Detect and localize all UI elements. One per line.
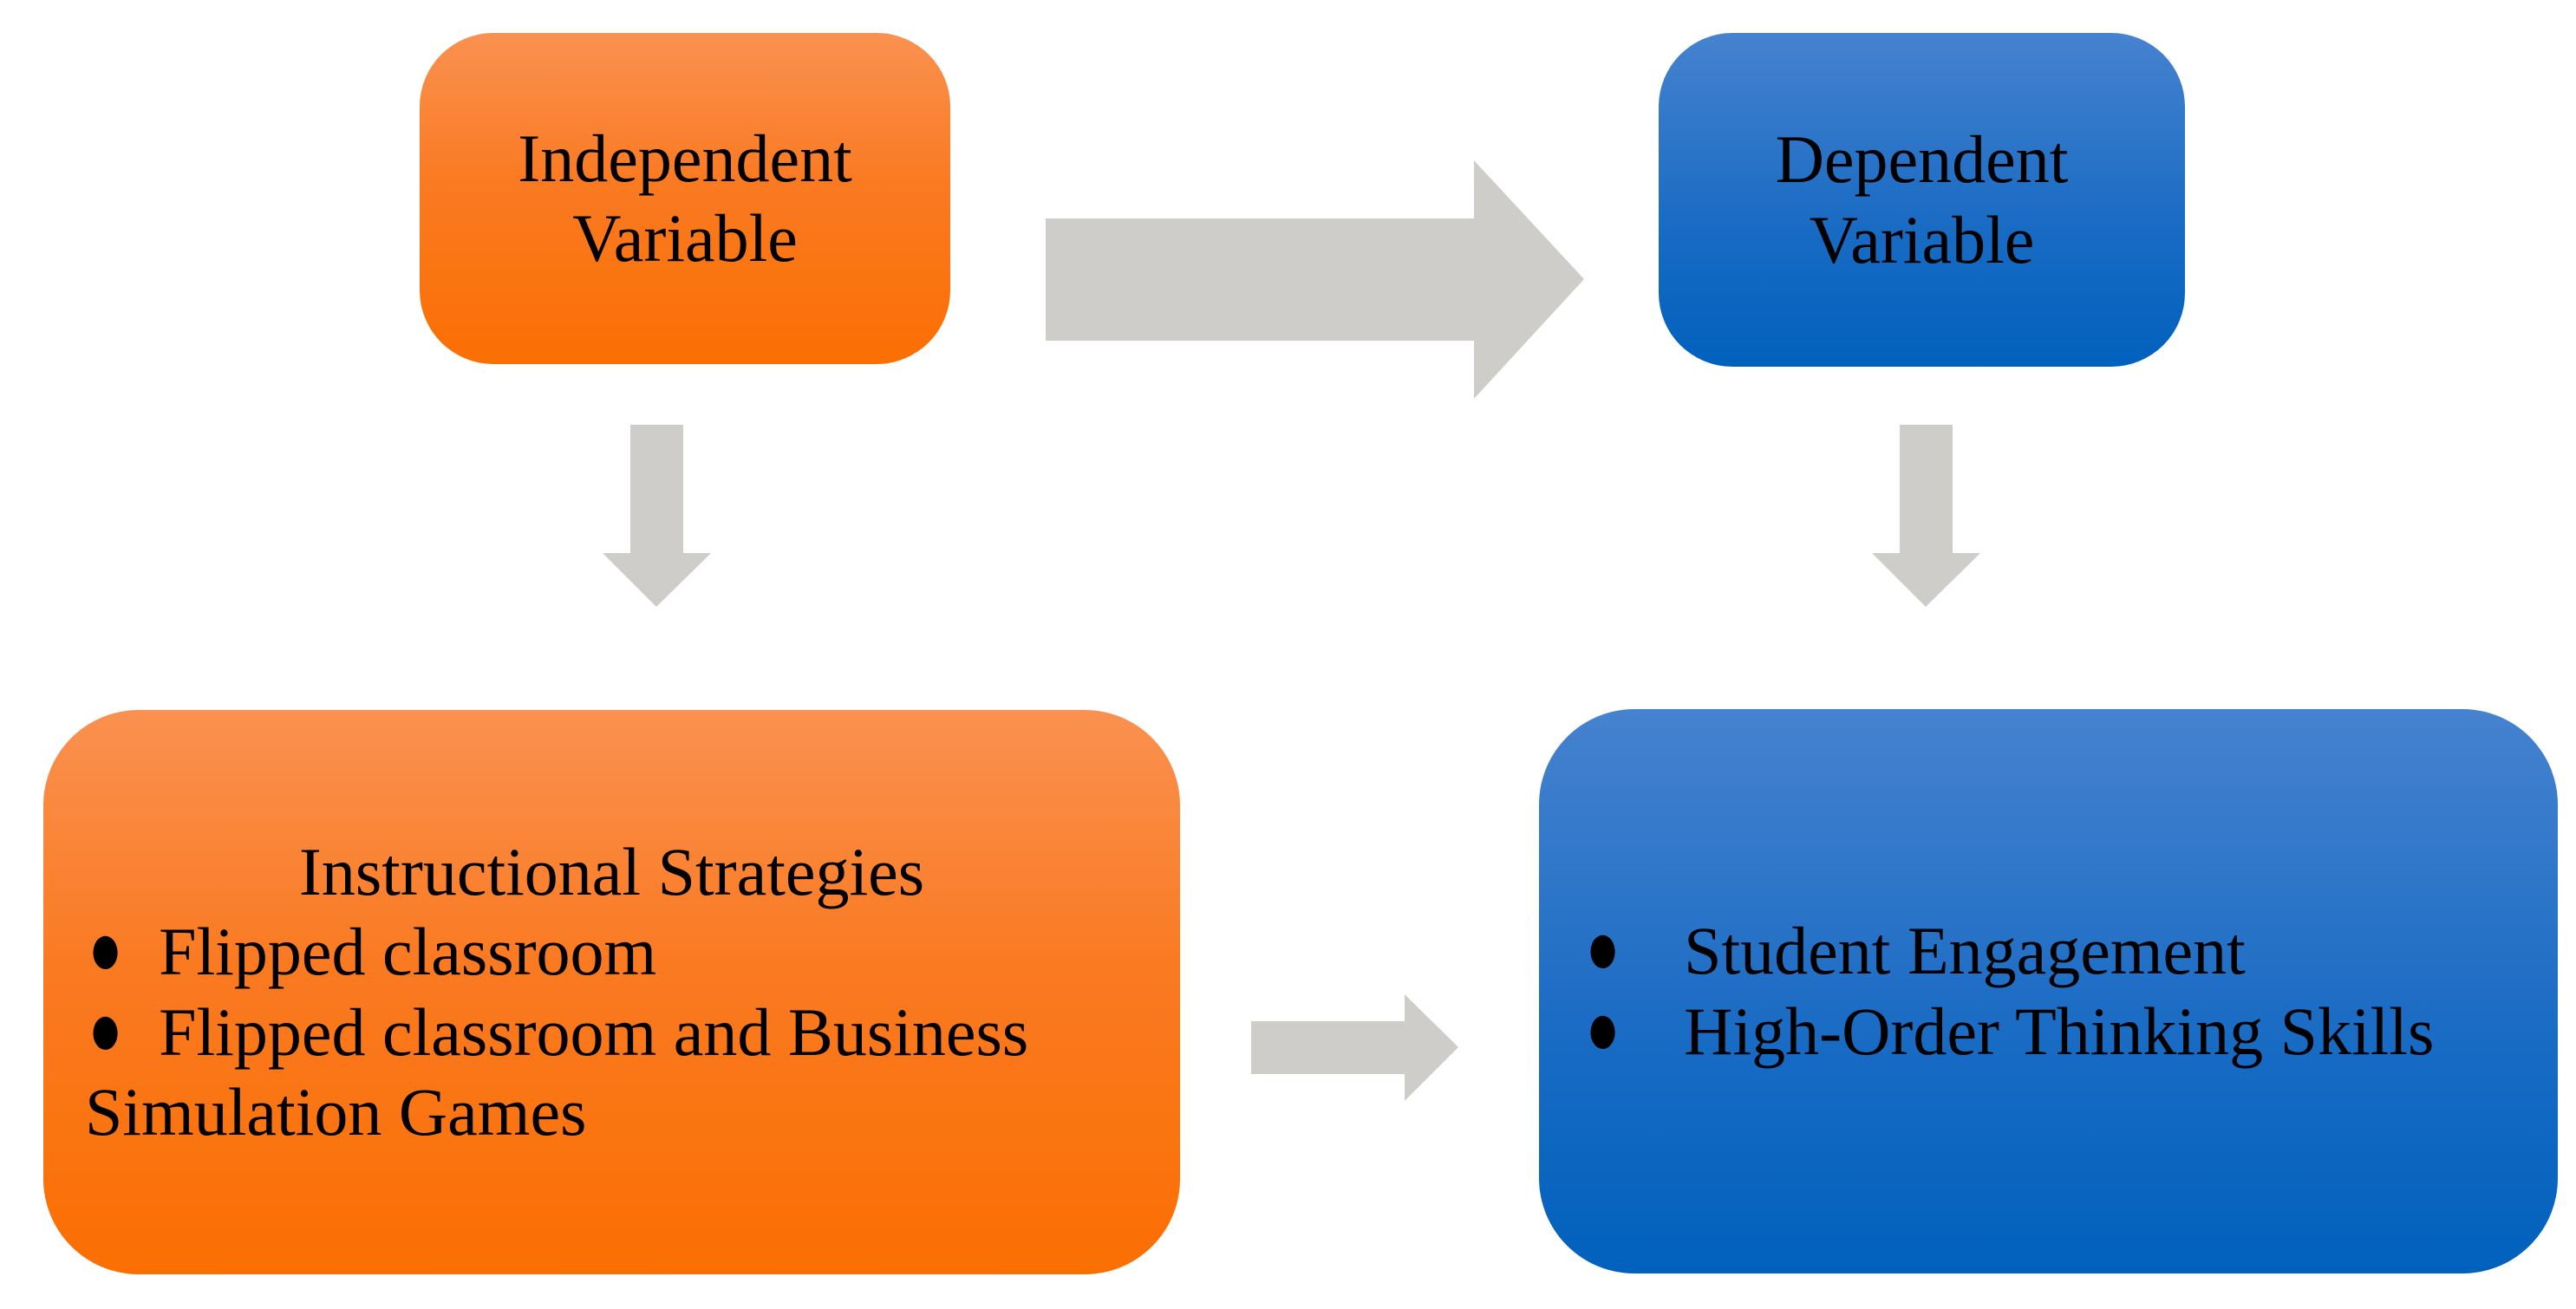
bullet-icon: ● bbox=[1585, 904, 1621, 991]
independent-variable-label: Independent Variable bbox=[518, 120, 852, 276]
node-outcomes: ● Student Engagement ● High-Order Thinking… bbox=[1539, 709, 2558, 1273]
list-item: ● Flipped classroom bbox=[85, 906, 1138, 992]
dependent-variable-label: Dependent Variable bbox=[1775, 121, 2069, 277]
node-independent-variable: Independent Variable bbox=[420, 33, 950, 364]
bullet-icon: ● bbox=[88, 905, 123, 992]
list-item: ● Student Engagement bbox=[1582, 905, 2523, 991]
arrow-independent-to-strategies-icon bbox=[603, 425, 711, 607]
bullet-text: Flipped classroom bbox=[159, 914, 657, 990]
bullet-icon: ● bbox=[88, 985, 123, 1071]
list-item: ●Flipped classroom and Business Simulati… bbox=[85, 986, 1138, 1152]
arrow-independent-to-dependent-icon bbox=[1046, 160, 1584, 399]
arrow-dependent-to-outcomes-icon bbox=[1872, 425, 1980, 607]
list-item: ● High-Order Thinking Skills bbox=[1582, 985, 2523, 1071]
bullet-icon: ● bbox=[1585, 984, 1621, 1071]
bullet-text: Student Engagement bbox=[1684, 913, 2246, 989]
arrow-strategies-to-outcomes-icon bbox=[1251, 994, 1458, 1101]
node-dependent-variable: Dependent Variable bbox=[1659, 33, 2185, 367]
bullet-text: High-Order Thinking Skills bbox=[1684, 993, 2435, 1069]
node-instructional-strategies: Instructional Strategies ●Flipped classr… bbox=[43, 710, 1180, 1274]
bullet-text: Flipped classroom and Business Simulatio… bbox=[85, 993, 1029, 1149]
instructional-strategies-title: Instructional Strategies bbox=[298, 834, 925, 910]
